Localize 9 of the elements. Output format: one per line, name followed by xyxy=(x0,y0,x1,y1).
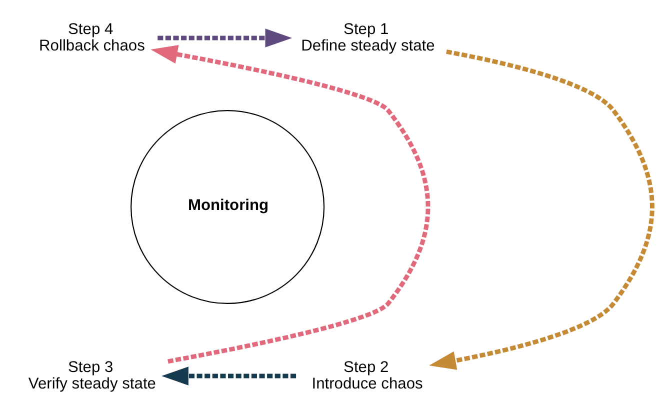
node-circle: Monitoring xyxy=(130,110,325,304)
node-text: Step 4 Rollback chaos xyxy=(39,20,145,54)
node-text: Step 1 Define steady state xyxy=(301,20,435,54)
arrow xyxy=(158,28,292,48)
node-text: Step 2 Introduce chaos xyxy=(312,358,423,392)
arrow xyxy=(150,45,430,364)
arrow xyxy=(429,49,654,370)
arrow xyxy=(162,366,296,386)
node-text: Step 3 Verify steady state xyxy=(28,358,156,392)
